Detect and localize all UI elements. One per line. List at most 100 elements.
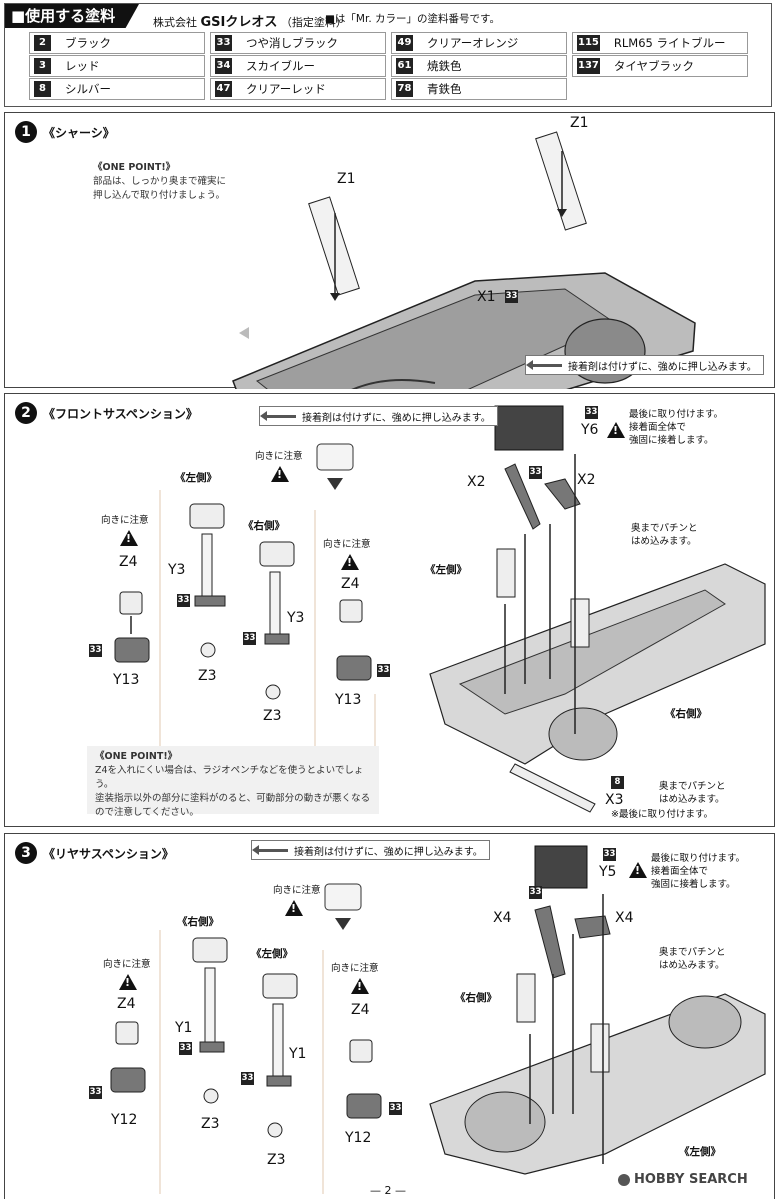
paint-num: 34	[215, 58, 232, 74]
watermark-text: HOBBY SEARCH	[634, 1172, 748, 1187]
orient-note: 向きに注意	[101, 515, 149, 526]
paint-chip: 33	[529, 466, 542, 479]
rear-suspension-illustration	[110, 845, 766, 1194]
front-suspension-illustration	[114, 405, 766, 814]
caution-icon	[119, 974, 137, 990]
paint-chip: 33	[505, 290, 518, 303]
paint-num: 2	[34, 35, 51, 51]
part-label-y12: Y12	[111, 1112, 138, 1128]
step3-title: 《リヤサスペンション》	[43, 847, 174, 861]
paint-name: 青鉄色	[427, 82, 462, 96]
part-label-z1: Z1	[570, 115, 589, 131]
paint-name: 焼鉄色	[427, 59, 462, 73]
paint-chip: 33	[389, 1102, 402, 1115]
paint-name: レッド	[65, 59, 100, 73]
orient-note: 向きに注意	[331, 963, 379, 974]
x3-note: 奥までパチンと はめ込みます。	[659, 780, 726, 806]
part-label-x4: X4	[615, 910, 634, 926]
arrow-left-icon	[252, 844, 288, 855]
paint-num: 49	[396, 35, 413, 51]
page-number-value: 2	[384, 1184, 392, 1197]
y6-note-line: 最後に取り付けます。	[629, 409, 724, 420]
caution-icon	[629, 862, 647, 878]
onepoint-line: 部品は、しっかり奥まで確実に	[93, 176, 227, 187]
glue-note-text: 接着剤は付けずに、強めに押し込みます。	[302, 412, 491, 424]
arrow-left-icon	[526, 359, 562, 370]
paint-chip: 33	[529, 886, 542, 899]
x3-note-line: はめ込みます。	[659, 794, 725, 805]
glue-note-text: 接着剤は付けずに、強めに押し込みます。	[294, 846, 483, 858]
y5-note: 最後に取り付けます。 接着面全体で 強固に接着します。	[651, 852, 745, 891]
last-note: ※最後に取り付けます。	[611, 809, 714, 820]
part-label-z4: Z4	[351, 1002, 370, 1018]
step1-onepoint: 《ONE POINT!》 部品は、しっかり奥まで確実に 押し込んで取り付けましょ…	[85, 157, 237, 207]
caution-icon	[285, 900, 303, 916]
paint-maker: 株式会社 GSIクレオス （指定塗料）	[153, 11, 347, 30]
paint-chip: 33	[585, 406, 598, 419]
caution-icon	[351, 978, 369, 994]
step2-onepoint: 《ONE POINT!》 Z4を入れにくい場合は、ラジオペンチなどを使うとよいで…	[87, 746, 379, 818]
part-label-z4: Z4	[119, 554, 138, 570]
onepoint-heading: 《ONE POINT!》	[95, 751, 178, 762]
paint-chip: 33	[89, 644, 102, 657]
paint-chip: 33	[243, 632, 256, 645]
onepoint-line: ので注意してください。	[95, 807, 199, 818]
paint-name: シルバー	[65, 82, 111, 96]
paint-chip: 33	[177, 594, 190, 607]
maker-brand: GSIクレオス	[200, 15, 278, 30]
caution-icon	[341, 554, 359, 570]
step1-number: 1	[15, 121, 37, 143]
y6-note-line: 接着面全体で	[629, 422, 687, 433]
y6-note: 最後に取り付けます。 接着面全体で 強固に接着します。	[629, 408, 723, 447]
part-label-y12: Y12	[345, 1130, 372, 1146]
glue-note: 接着剤は付けずに、強めに押し込みます。	[251, 840, 490, 860]
part-label-y13: Y13	[113, 672, 140, 688]
right-side-label: 《右側》	[177, 916, 219, 928]
step3-panel: 3 《リヤサスペンション》 接着剤は付けずに、強めに押し込みます。 向きに注意 …	[4, 833, 775, 1199]
part-label-y6: Y6	[581, 422, 599, 438]
right-side-label: 《右側》	[665, 708, 707, 720]
part-label-z3: Z3	[198, 668, 217, 684]
onepoint-heading: 《ONE POINT!》	[93, 162, 176, 173]
paint-name: ブラック	[65, 36, 111, 50]
part-label-y3: Y3	[168, 562, 186, 578]
hobby-search-logo-icon	[618, 1173, 630, 1186]
paint-num: 33	[215, 35, 232, 51]
step2-title: 《フロントサスペンション》	[43, 407, 198, 421]
left-side-label: 《左側》	[251, 948, 293, 960]
left-side-label: 《左側》	[175, 472, 217, 484]
orient-note: 向きに注意	[255, 451, 303, 462]
paint-num: 137	[577, 58, 600, 74]
part-label-y5: Y5	[599, 864, 617, 880]
part-label-z4: Z4	[117, 996, 136, 1012]
part-label-x1: X1	[477, 289, 496, 305]
orient-note: 向きに注意	[103, 959, 151, 970]
part-label-y1: Y1	[289, 1046, 307, 1062]
part-label-y1: Y1	[175, 1020, 193, 1036]
caution-icon	[120, 530, 138, 546]
page-number: — 2 —	[370, 1184, 406, 1197]
step1-title: 《シャーシ》	[43, 126, 115, 140]
snap-note-line: はめ込みます。	[631, 536, 697, 547]
part-label-x4: X4	[493, 910, 512, 926]
paint-chip: 33	[179, 1042, 192, 1055]
right-side-label: 《右側》	[455, 992, 497, 1004]
part-label-z1: Z1	[337, 171, 356, 187]
glue-note: 接着剤は付けずに、強めに押し込みます。	[525, 355, 764, 375]
arrow-left-icon	[260, 410, 296, 421]
maker-suffix: （指定塗料）	[280, 16, 347, 29]
snap-note-line: 奥までパチンと	[631, 523, 698, 534]
step3-number: 3	[15, 842, 37, 864]
x3-note-line: 奥までパチンと	[659, 781, 726, 792]
part-label-z3: Z3	[263, 708, 282, 724]
paint-note: ■は「Mr. カラー」の塗料番号です。	[325, 13, 500, 25]
part-label-y3: Y3	[287, 610, 305, 626]
paint-name: クリアーレッド	[246, 82, 326, 96]
paint-cell: 2 ブラック	[29, 32, 205, 54]
